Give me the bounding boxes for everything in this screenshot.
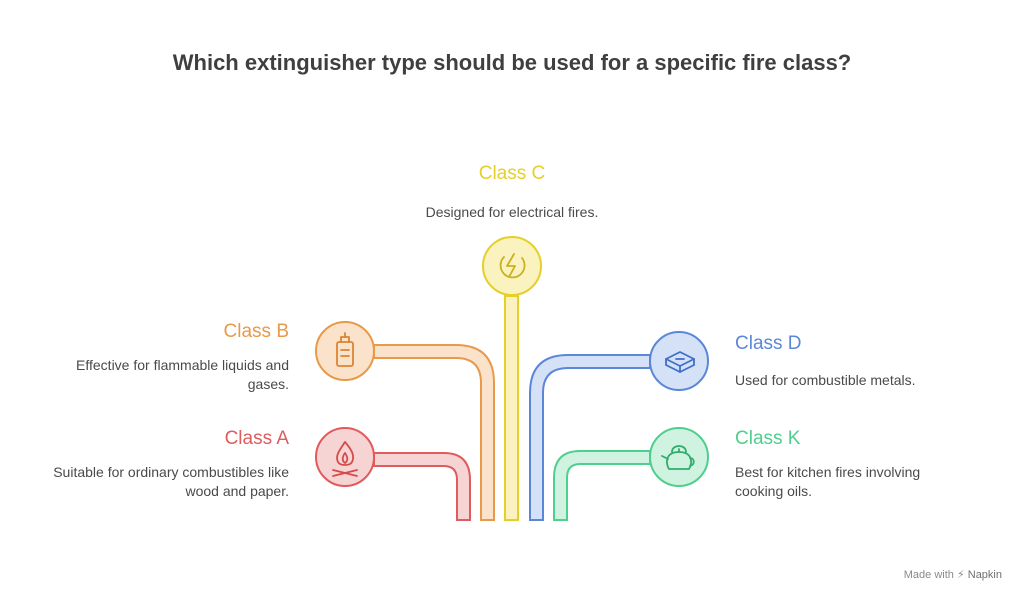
class-c-label: Class C [478, 163, 546, 184]
class-b-label: Class B [223, 321, 289, 342]
class-a-connector [373, 452, 471, 521]
class-c-connector [504, 295, 519, 521]
class-k-label: Class K [735, 428, 801, 449]
made-with-badge[interactable]: Made with ⚡ Napkin [904, 568, 1002, 581]
class-d-connector [529, 354, 651, 521]
class-d-description: Used for combustible metals. [735, 372, 916, 388]
class-a-label: Class A [224, 428, 289, 449]
class-b-description: Effective for flammable liquids and gase… [76, 357, 289, 392]
gas-canister-icon [336, 332, 354, 367]
class-d-circle [649, 331, 709, 391]
napkin-brand-text: Napkin [967, 569, 1002, 581]
class-k-description: Best for kitchen fires involving cooking… [735, 464, 921, 499]
class-k-connector [553, 450, 651, 521]
class-c-description: Designed for electrical fires. [425, 204, 599, 220]
diagram-title: Which extinguisher type should be used f… [172, 50, 852, 75]
napkin-logo-icon: ⚡ [956, 569, 965, 581]
made-with-text: Made with [903, 569, 954, 581]
class-b-connector [373, 344, 495, 521]
electric-bolt-icon [499, 253, 526, 279]
class-a-circle [315, 427, 375, 487]
class-b-circle [315, 321, 375, 381]
class-d-label: Class D [735, 333, 802, 354]
class-a-description: Suitable for ordinary combustibles like … [53, 464, 289, 499]
class-k-circle [649, 427, 709, 487]
metal-ingot-icon [665, 351, 695, 373]
kettle-icon [661, 445, 695, 470]
campfire-icon [332, 441, 358, 477]
